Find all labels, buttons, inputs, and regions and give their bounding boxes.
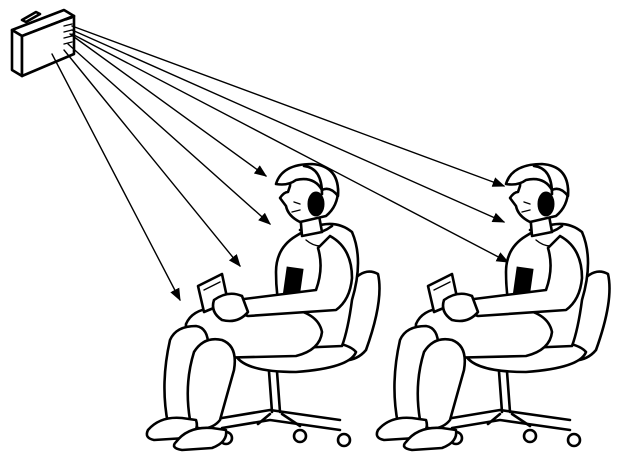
beam-3 xyxy=(71,33,510,263)
beam-1 xyxy=(71,25,506,187)
listener-2 xyxy=(375,162,611,452)
beam-4 xyxy=(69,33,268,177)
seated-person-with-headphones-icon xyxy=(145,162,381,452)
beam-6 xyxy=(63,49,241,267)
beam-5 xyxy=(67,43,271,225)
seated-person-with-headphones-icon xyxy=(375,162,611,452)
infrared-beams xyxy=(51,25,510,302)
beam-7 xyxy=(51,53,181,302)
infrared-transmitter-icon xyxy=(10,8,76,78)
beam-2 xyxy=(71,29,506,223)
listener-1 xyxy=(145,162,381,452)
